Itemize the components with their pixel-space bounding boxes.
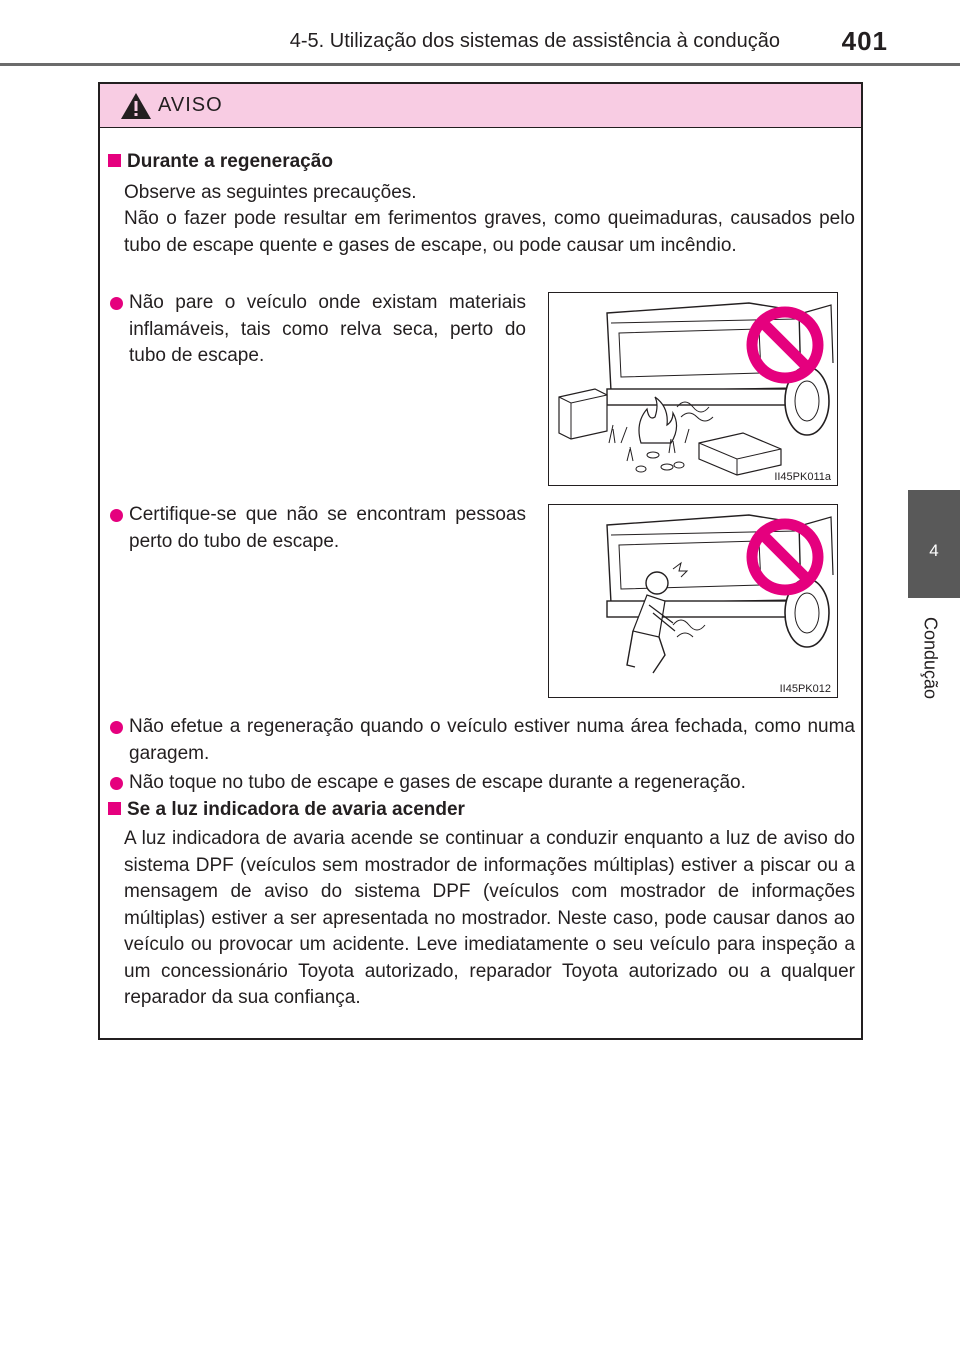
square-bullet-icon [108, 802, 121, 815]
chapter-label-text: Condução [920, 616, 941, 700]
warning-title: AVISO [158, 94, 223, 116]
page-header: 4-5. Utilização dos sistemas de assistên… [0, 0, 960, 70]
figure-person-near-exhaust: II45PK012 [548, 504, 838, 698]
malfunction-paragraph: A luz indicadora de avaria acende se con… [124, 828, 855, 1008]
round-bullet-icon [110, 509, 123, 522]
square-bullet-icon [108, 154, 121, 167]
round-bullet-icon [110, 297, 123, 310]
list-item-text: Não efetue a regeneração quando o veícul… [129, 716, 855, 764]
page-number: 401 [841, 26, 888, 56]
section-heading-text: Durante a regeneração [127, 151, 333, 172]
truck-person-illustration [606, 514, 834, 674]
warning-triangle-icon [121, 93, 151, 119]
intro-paragraph: Não o fazer pode resultar em ferimentos … [124, 208, 855, 256]
round-bullet-icon [110, 721, 123, 734]
chapter-label: Condução [915, 608, 945, 708]
section-title: 4-5. Utilização dos sistemas de assistên… [289, 30, 780, 52]
list-item: Não efetue a regeneração quando o veícul… [108, 714, 855, 767]
list-item: Não toque no tubo de escape e gases de e… [108, 770, 855, 797]
chapter-number: 4 [929, 541, 939, 560]
warning-box: AVISO Durante a regeneração Observe as s… [98, 82, 863, 1040]
section-heading-text: Se a luz indicadora de avaria acender [127, 799, 465, 820]
list-item: Não pare o veículo onde existam materiai… [108, 290, 526, 370]
warning-header: AVISO [100, 84, 861, 128]
list-item-text: Não pare o veículo onde existam materiai… [129, 292, 526, 366]
round-bullet-icon [110, 777, 123, 790]
list-item-text: Não toque no tubo de escape e gases de e… [129, 772, 746, 793]
figure-flammable-materials: II45PK011a [548, 292, 838, 486]
section-heading-regeneration: Durante a regeneração [108, 150, 333, 174]
chapter-tab[interactable]: 4 [908, 490, 960, 598]
figure-code: II45PK012 [777, 683, 833, 695]
warning-content: Durante a regeneração Observe as seguint… [100, 128, 861, 1038]
list-item: Certifique-se que não se encontram pesso… [108, 502, 526, 555]
header-rule [0, 63, 960, 66]
intro-line: Observe as seguintes precauções. [124, 182, 417, 203]
figure-code: II45PK011a [772, 471, 833, 483]
list-item-text: Certifique-se que não se encontram pesso… [129, 504, 526, 552]
section-heading-malfunction: Se a luz indicadora de avaria acender [108, 798, 465, 822]
truck-grass-illustration [558, 302, 834, 476]
